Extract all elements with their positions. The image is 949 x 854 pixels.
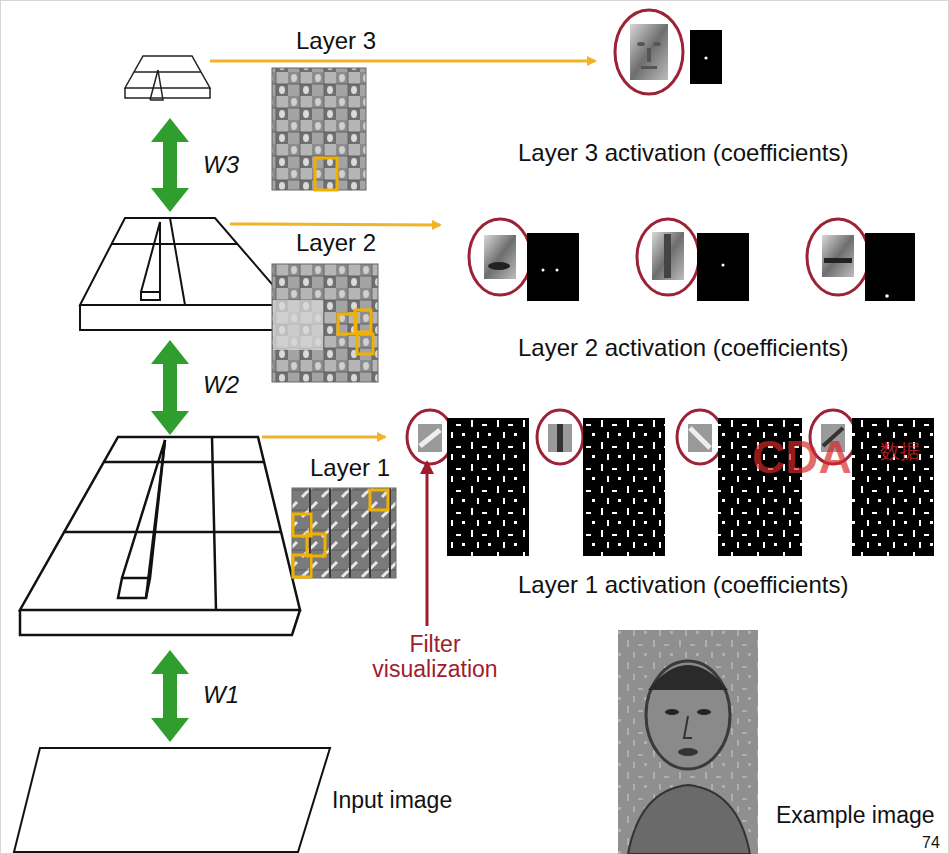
weight-arrows bbox=[151, 118, 189, 742]
example-image bbox=[618, 630, 758, 854]
weight-label: W3 bbox=[203, 152, 239, 178]
filter-patch bbox=[273, 300, 323, 350]
pointer-arrow bbox=[426, 462, 429, 626]
activation-caption: Layer 2 activation (coefficients) bbox=[518, 335, 848, 361]
highlight bbox=[293, 490, 388, 577]
activation-caption: Layer 1 activation (coefficients) bbox=[518, 572, 848, 598]
weight-label: W2 bbox=[203, 372, 239, 398]
activation-caption: Layer 3 activation (coefficients) bbox=[518, 140, 848, 166]
input-plane bbox=[14, 748, 330, 852]
plane-label: Input image bbox=[332, 788, 452, 813]
layer3-filters bbox=[272, 68, 366, 190]
layer-title: Layer 2 bbox=[296, 230, 376, 256]
layer2-filters bbox=[272, 264, 378, 382]
page-number: 74 bbox=[922, 834, 940, 852]
pointer-label: Filter visualization bbox=[360, 632, 510, 683]
highlight bbox=[315, 158, 337, 190]
watermark: CDA bbox=[752, 432, 852, 483]
filter-circle bbox=[615, 10, 683, 94]
watermark: 数据 bbox=[880, 440, 920, 462]
layer-arrows bbox=[210, 61, 595, 437]
layer1-filters bbox=[292, 488, 396, 578]
image-label: Example image bbox=[776, 803, 935, 828]
activation-dot bbox=[542, 264, 889, 298]
activation-map bbox=[527, 233, 915, 301]
highlight bbox=[338, 310, 373, 354]
activation-map bbox=[447, 418, 934, 556]
weight-label: W1 bbox=[203, 682, 239, 708]
layer-title: Layer 1 bbox=[310, 455, 390, 481]
layer-title: Layer 3 bbox=[296, 28, 376, 54]
face-features bbox=[637, 42, 661, 69]
layer1-plane bbox=[20, 437, 300, 635]
w3-arrow bbox=[151, 118, 189, 212]
w2-arrow bbox=[151, 340, 189, 435]
face-filter bbox=[630, 24, 668, 80]
w1-arrow bbox=[151, 650, 189, 742]
activation-dot bbox=[704, 56, 707, 59]
layer2-plane bbox=[80, 218, 290, 330]
layer3-plane bbox=[125, 56, 210, 100]
activation-map bbox=[690, 30, 722, 84]
